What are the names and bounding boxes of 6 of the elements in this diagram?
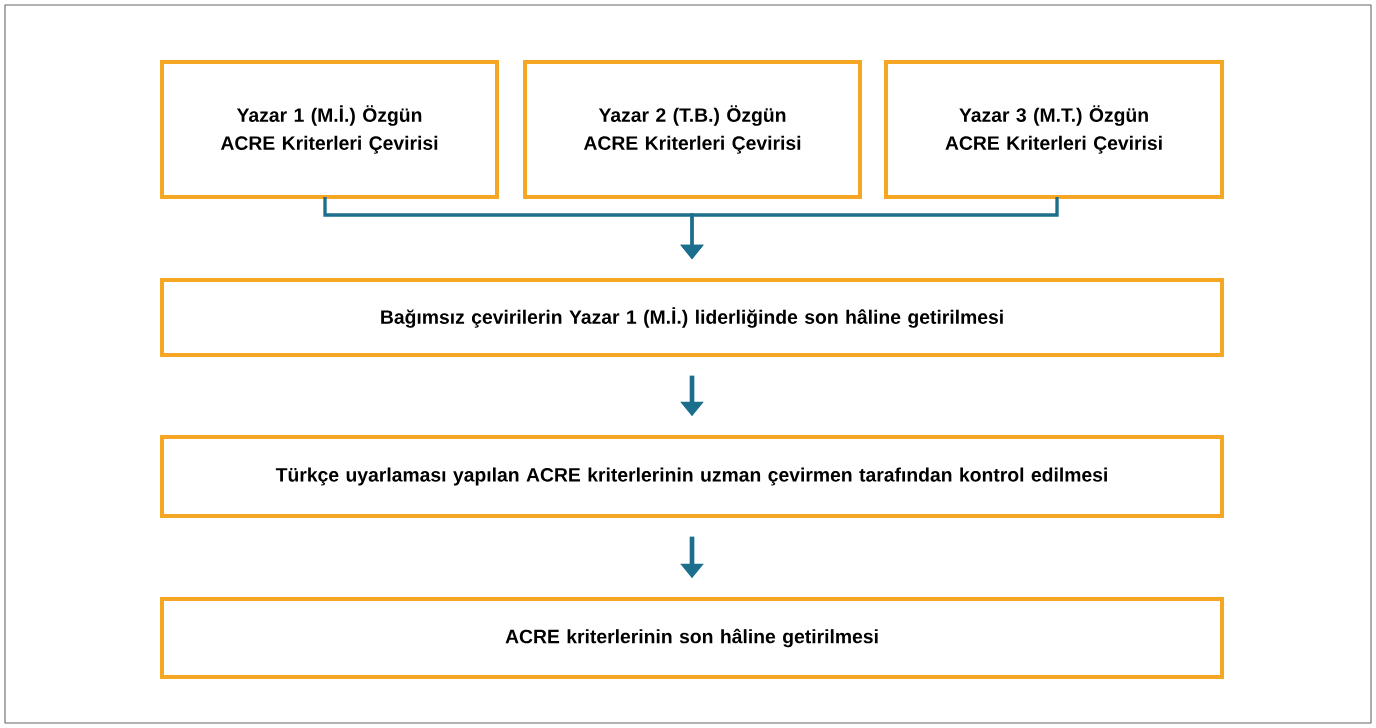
process-box: Yazar 3 (M.T.) Özgün ACRE Kriterleri Çevirisi <box>884 60 1224 199</box>
process-box: Bağımsız çevirilerin Yazar 1 (M.İ.) liderliğinde son hâline getirilmesi <box>160 278 1224 357</box>
process-box: Yazar 1 (M.İ.) Özgün ACRE Kriterleri Çevirisi <box>160 60 499 199</box>
process-box: ACRE kriterlerinin son hâline getirilmesi <box>160 597 1224 679</box>
process-box: Türkçe uyarlaması yapılan ACRE kriterlerinin uzman çevirmen tarafından kontrol edilmesi <box>160 435 1224 518</box>
process-box: Yazar 2 (T.B.) Özgün ACRE Kriterleri Çevirisi <box>523 60 862 199</box>
